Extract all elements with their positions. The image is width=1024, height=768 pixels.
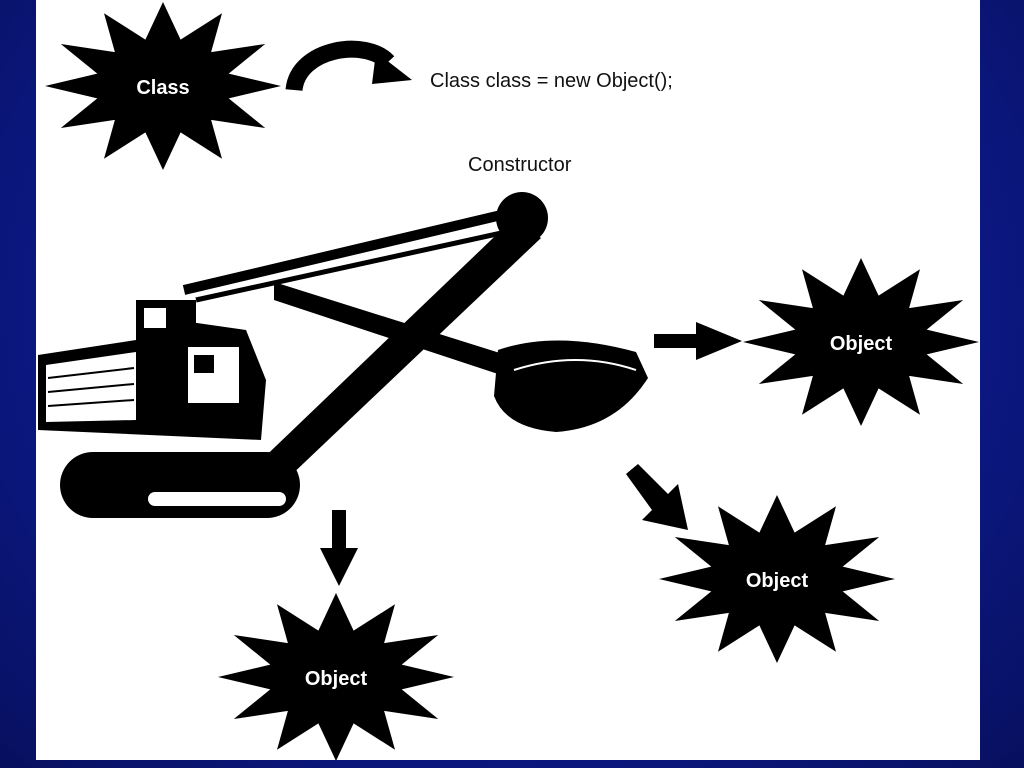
curved-arrow-icon — [285, 40, 412, 92]
object-label-1: Object — [830, 333, 893, 355]
object-label-2: Object — [746, 570, 809, 592]
arrow-right-icon — [654, 322, 742, 360]
class-object-diagram: Class Class class = new Object(); Constr… — [38, 2, 979, 760]
code-statement: Class class = new Object(); — [430, 70, 673, 92]
excavator-icon — [38, 192, 648, 518]
object-starburst-1: Object — [743, 258, 979, 426]
class-starburst: Class — [45, 2, 281, 170]
slide-canvas: Class Class class = new Object(); Constr… — [36, 0, 980, 760]
object-starburst-2: Object — [659, 495, 895, 663]
object-starburst-3: Object — [218, 593, 454, 760]
starburst-shape — [45, 2, 281, 170]
object-label-3: Object — [305, 668, 368, 690]
class-label: Class — [136, 77, 189, 99]
starburst-shape — [743, 258, 979, 426]
starburst-shape — [659, 495, 895, 663]
constructor-label: Constructor — [468, 154, 572, 176]
starburst-shape — [218, 593, 454, 760]
arrow-down-icon — [320, 510, 358, 586]
arrow-diagonal-icon — [626, 464, 688, 530]
